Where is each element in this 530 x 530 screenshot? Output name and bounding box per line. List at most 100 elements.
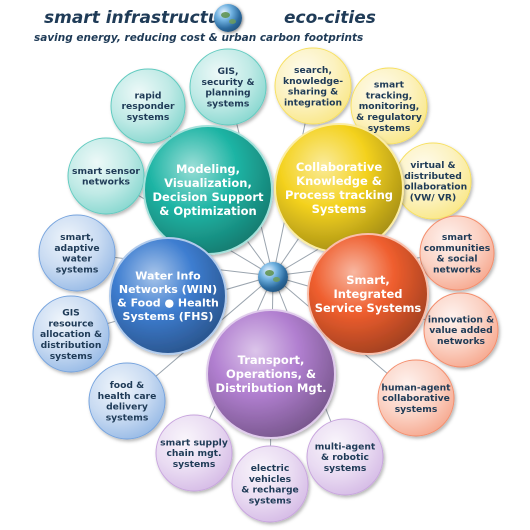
satellite-label-virtual-distributed-3: (VW/ VR)	[410, 192, 456, 203]
satellite-label-multi-agent-2: systems	[324, 463, 367, 474]
satellite-label-multi-agent-0: multi-agent	[315, 441, 376, 452]
hub-label-smart-service-0: Smart,	[346, 273, 390, 287]
satellite-label-rapid-responder-2: systems	[127, 112, 170, 123]
satellite-label-smart-supply-2: systems	[173, 459, 216, 470]
title-right: eco-cities	[284, 8, 376, 28]
hub-label-transport-1: Operations, &	[226, 367, 316, 381]
satellite-label-food-health-3: systems	[106, 412, 149, 423]
hub-label-modeling-1: Visualization,	[164, 176, 252, 190]
satellite-label-search-knowledge-2: sharing &	[288, 87, 338, 98]
hub-label-water-2: & Food ● Health	[117, 297, 219, 310]
satellite-label-smart-sensor-0: smart sensor	[72, 166, 140, 177]
satellite-label-search-knowledge-0: search,	[294, 65, 332, 76]
satellite-circle-human-agent	[377, 359, 455, 437]
satellite-label-gis-resource-3: distribution	[41, 340, 102, 351]
satellite-label-innovation-1: value added	[429, 325, 492, 336]
hub-transport: Transport,Operations, &Distribution Mgt.	[206, 309, 336, 439]
satellite-label-smart-tracking-3: & regulatory	[356, 112, 422, 123]
satellite-circle-search-knowledge	[274, 47, 352, 125]
satellite-label-electric-vehicles-2: & recharge	[241, 485, 299, 496]
satellite-label-human-agent-2: systems	[395, 404, 438, 415]
satellite-label-virtual-distributed-0: virtual &	[410, 160, 455, 171]
satellite-label-gis-resource-4: systems	[50, 351, 93, 362]
satellite-label-human-agent-0: human-agent	[381, 382, 451, 393]
satellite-label-smart-communities-1: communities	[424, 243, 491, 254]
hub-label-collab-2: Process tracking	[285, 188, 393, 202]
satellite-circle-electric-vehicles	[231, 445, 309, 523]
hub-circles: Modeling,Visualization,Decision Support &…	[109, 123, 429, 439]
hub-circle-transport	[206, 309, 336, 439]
satellite-label-electric-vehicles-1: vehicles	[249, 474, 292, 485]
satellite-label-gis-security-0: GIS,	[217, 66, 238, 77]
hub-label-modeling-0: Modeling,	[176, 162, 240, 176]
satellite-label-smart-water-3: systems	[56, 264, 99, 275]
satellite-label-virtual-distributed-2: collaboration	[399, 182, 467, 193]
satellite-circle-gis-security	[189, 48, 267, 126]
hub-label-smart-service-2: Service Systems	[315, 301, 422, 315]
hub-label-modeling-2: Decision Support	[153, 190, 264, 204]
header-subtitle: saving energy, reducing cost & urban car…	[34, 32, 364, 44]
satellite-label-smart-tracking-1: tracking,	[366, 90, 412, 101]
satellite-circle-smart-supply	[155, 414, 233, 492]
satellite-label-smart-sensor-1: networks	[82, 177, 131, 188]
hub-circle-water	[109, 237, 227, 355]
satellite-circle-innovation	[423, 292, 499, 368]
satellite-circle-smart-tracking	[350, 67, 428, 145]
hub-modeling: Modeling,Visualization,Decision Support&…	[143, 125, 273, 255]
satellite-circle-food-health	[88, 362, 166, 440]
globe-icon	[214, 4, 242, 32]
satellite-label-smart-supply-1: chain mgt.	[166, 448, 221, 459]
satellite-label-gis-resource-1: resource	[48, 318, 93, 329]
hub-circle-smart-service	[307, 233, 429, 355]
satellite-label-gis-security-1: security &	[202, 77, 255, 88]
satellite-label-multi-agent-1: & robotic	[321, 452, 369, 463]
satellite-label-gis-resource-2: allocation &	[40, 329, 102, 340]
satellite-label-smart-tracking-0: smart	[374, 80, 405, 91]
satellite-label-food-health-2: delivery	[106, 402, 148, 413]
hub-label-water-3: Systems (FHS)	[123, 310, 214, 323]
satellite-label-search-knowledge-3: integration	[284, 97, 342, 108]
hub-label-water-0: Water Info	[135, 270, 201, 283]
satellite-label-electric-vehicles-0: electric	[251, 463, 290, 474]
satellite-label-smart-tracking-4: systems	[368, 123, 411, 134]
satellite-label-virtual-distributed-1: distributed	[404, 171, 462, 182]
satellite-label-human-agent-1: collaborative	[382, 393, 450, 404]
satellite-circle-rapid-responder	[110, 68, 186, 144]
satellite-label-food-health-1: health care	[98, 391, 157, 402]
satellite-circle-smart-water	[38, 214, 116, 292]
satellite-label-electric-vehicles-3: systems	[249, 495, 292, 506]
satellite-label-gis-security-2: planning	[205, 88, 250, 99]
satellite-label-search-knowledge-1: knowledge-	[283, 76, 343, 87]
satellite-label-innovation-0: innovation &	[428, 314, 494, 325]
hub-label-collab-0: Collaborative	[296, 160, 382, 174]
satellite-label-innovation-2: networks	[437, 336, 486, 347]
satellite-label-smart-water-0: smart,	[60, 232, 94, 243]
header-title: smart infrastructure eco-cities	[44, 8, 376, 28]
satellite-circle-smart-communities	[419, 215, 495, 291]
satellite-label-rapid-responder-0: rapid	[134, 90, 161, 101]
hub-label-water-1: Networks (WIN)	[119, 283, 217, 296]
satellite-label-smart-communities-0: smart	[442, 232, 473, 243]
hub-label-transport-2: Distribution Mgt.	[216, 381, 327, 395]
satellite-label-smart-communities-3: networks	[433, 264, 482, 275]
satellite-label-smart-water-2: water	[62, 254, 92, 265]
satellite-label-smart-water-1: adaptive	[54, 243, 99, 254]
hub-label-smart-service-1: Integrated	[334, 287, 403, 301]
